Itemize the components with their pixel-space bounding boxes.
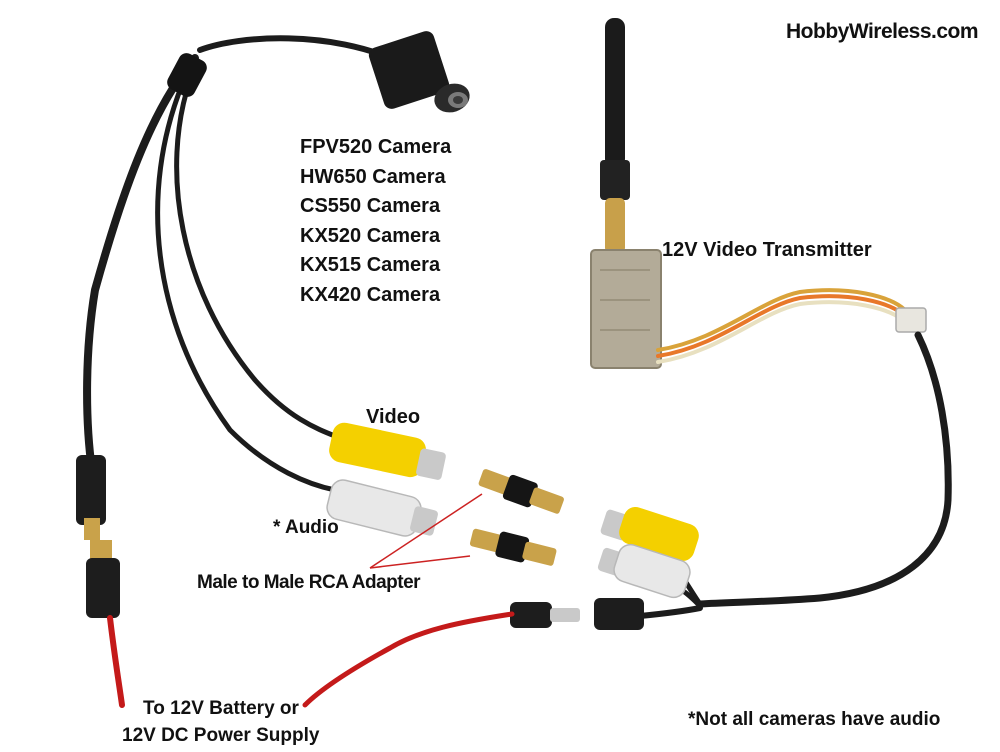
cable-splitter bbox=[167, 53, 207, 97]
power-cable bbox=[83, 54, 199, 474]
camera-model-list: FPV520 Camera HW650 Camera CS550 Camera … bbox=[300, 136, 451, 313]
ribbon-connector bbox=[895, 307, 927, 333]
rca-adapter-label: Male to Male RCA Adapter bbox=[197, 572, 421, 593]
power-supply-label-line1: To 12V Battery or bbox=[143, 698, 299, 719]
power-supply-label-line2: 12V DC Power Supply bbox=[122, 725, 320, 746]
transmitter-label: 12V Video Transmitter bbox=[662, 239, 872, 261]
adapter-leader-lines bbox=[369, 493, 483, 569]
watermark: HobbyWireless.com bbox=[786, 20, 979, 43]
camera-model: KX520 Camera bbox=[300, 224, 441, 247]
audio-cable bbox=[155, 82, 338, 493]
camera-audio-rca bbox=[326, 479, 438, 537]
camera-model: KX420 Camera bbox=[300, 283, 441, 306]
tx-audio-rca bbox=[597, 543, 691, 599]
audio-footnote: *Not all cameras have audio bbox=[688, 709, 941, 730]
rca-adapter-bottom bbox=[469, 528, 557, 566]
camera-module bbox=[368, 31, 470, 113]
power-wire-right bbox=[302, 611, 515, 708]
audio-label: * Audio bbox=[273, 517, 339, 538]
camera-model: FPV520 Camera bbox=[300, 136, 452, 158]
rca-adapter-top bbox=[478, 469, 564, 514]
video-transmitter bbox=[590, 18, 662, 369]
video-cable bbox=[174, 77, 343, 441]
video-label: Video bbox=[366, 406, 421, 428]
tx-dc-jack bbox=[594, 598, 644, 630]
transmitter-ribbon bbox=[656, 288, 907, 364]
camera-dc-jack bbox=[76, 455, 106, 540]
camera-model: CS550 Camera bbox=[300, 195, 441, 217]
camera-model: KX515 Camera bbox=[300, 254, 441, 276]
camera-dc-plug bbox=[86, 540, 120, 618]
tx-dc-plug bbox=[510, 602, 580, 628]
power-wire-left bbox=[107, 615, 125, 708]
camera-video-rca bbox=[329, 422, 446, 480]
camera-model: HW650 Camera bbox=[300, 165, 446, 188]
